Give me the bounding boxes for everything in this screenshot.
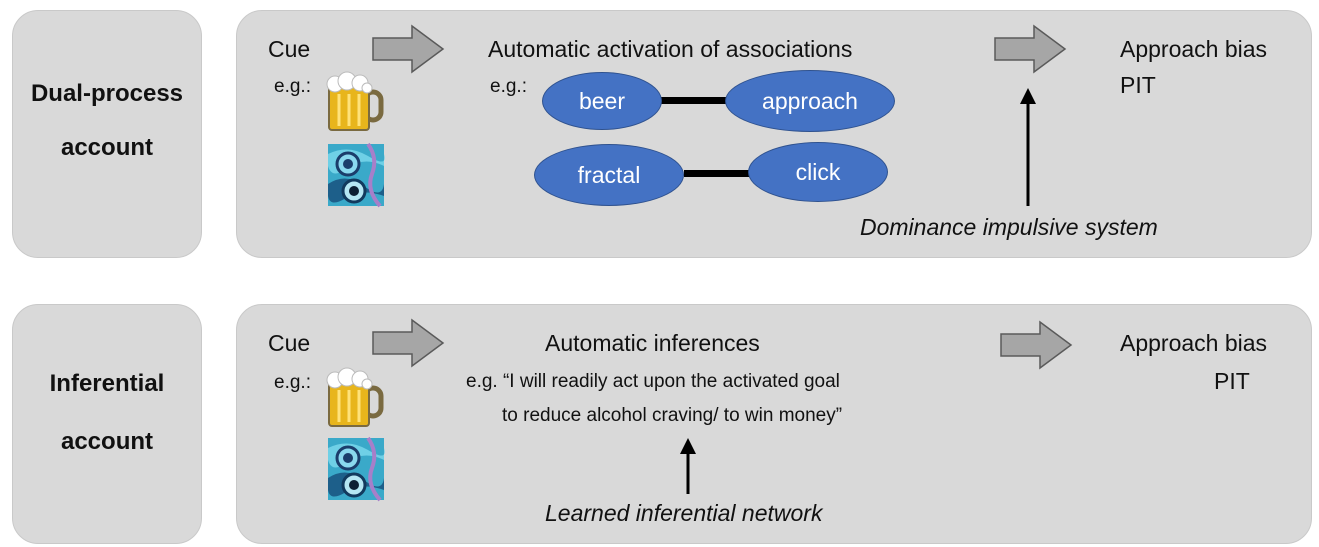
dual-process-label-box: [12, 10, 202, 258]
arrow-up-dominance: [1020, 88, 1036, 206]
associations-eg: e.g.:: [490, 76, 527, 97]
network-label: Learned inferential network: [545, 500, 823, 526]
inferential-outcome-line2: PIT: [1214, 368, 1250, 394]
arrow-up-network: [680, 438, 696, 494]
inferences-example-line1: e.g. “I will readily act upon the activa…: [466, 371, 840, 392]
inferential-cue-label: Cue: [268, 330, 311, 356]
beer-mug-icon: [326, 367, 384, 427]
inferential-label-box: [12, 304, 202, 544]
inferential-label-line1: Inferential: [49, 370, 165, 397]
dual-outcome-line2: PIT: [1120, 72, 1156, 98]
arrow-cue-to-inferences: [372, 318, 445, 368]
node-beer: beer: [542, 72, 662, 130]
dual-cue-label: Cue: [268, 36, 311, 62]
inferences-title: Automatic inferences: [545, 330, 760, 356]
dual-cue-eg: e.g.:: [274, 76, 311, 97]
beer-mug-icon: [326, 71, 384, 131]
inferences-example-line2: to reduce alcohol craving/ to win money”: [502, 405, 843, 426]
fractal-image-icon: [328, 142, 385, 208]
inferential-cue-eg: e.g.:: [274, 372, 311, 393]
link-fractal-click: [684, 170, 752, 177]
inferential-outcome-line1: Approach bias: [1120, 330, 1268, 356]
link-beer-approach: [660, 97, 728, 104]
arrow-cue-to-associations: [372, 24, 445, 74]
node-click: click: [748, 142, 888, 202]
arrow-inferences-to-outcome: [1000, 320, 1073, 370]
dual-process-label-line1: Dual-process: [30, 80, 184, 107]
arrow-associations-to-outcome: [994, 24, 1067, 74]
dual-outcome-line1: Approach bias: [1120, 36, 1268, 62]
associations-title: Automatic activation of associations: [488, 36, 853, 62]
inferential-label-line2: account: [60, 428, 153, 455]
node-fractal: fractal: [534, 144, 684, 206]
fractal-image-icon: [328, 436, 385, 502]
node-approach: approach: [725, 70, 895, 132]
dominance-label: Dominance impulsive system: [860, 214, 1158, 240]
dual-process-label-line2: account: [60, 134, 153, 161]
